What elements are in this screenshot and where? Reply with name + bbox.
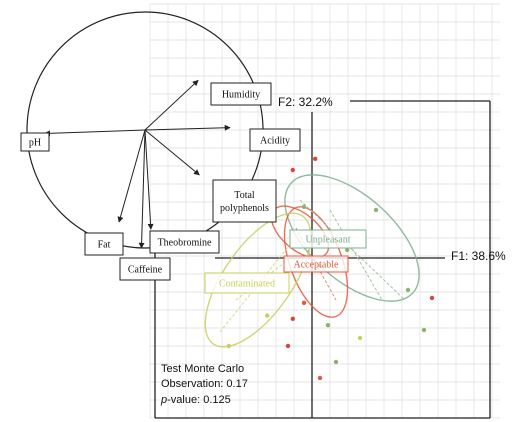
variable-arrow (117, 129, 146, 223)
group-label-box (289, 229, 367, 249)
variable-arrow (138, 129, 146, 249)
monte-carlo-annotation: Test Monte Carlo Observation: 0.17 p-val… (160, 363, 248, 406)
annotation-line-2: Observation: 0.17 (161, 378, 248, 390)
variable-label-box (149, 230, 220, 254)
variable-label: Fat (98, 240, 111, 251)
observation-point (429, 295, 435, 301)
observation-point (421, 327, 427, 333)
observation-point (290, 167, 295, 173)
group-label-box (283, 255, 349, 273)
observation-point (325, 323, 331, 328)
ellipse-axis (299, 199, 406, 301)
group-label: Acceptable (294, 260, 340, 271)
observation-point (301, 300, 307, 305)
observation-point (357, 335, 363, 341)
annotation-line-3: p-value: 0.125 (160, 394, 231, 406)
variable-label: Theobromine (158, 238, 212, 249)
annotation-line-1: Test Monte Carlo (161, 363, 244, 375)
ellipse-axis (219, 231, 301, 333)
variable-label: pH (29, 138, 41, 149)
variable-label-box (249, 128, 301, 152)
observation-point (373, 207, 379, 213)
annotation-p-value: -value: 0.125 (167, 394, 231, 406)
observation-point (265, 313, 270, 318)
observation-point (345, 247, 350, 253)
annotation-p-italic: p (160, 394, 167, 406)
variable-label: polyphenols (220, 203, 269, 214)
variable-label-box (119, 257, 171, 281)
variable-label: Caffeine (128, 265, 163, 276)
group-label: Unpleasant (306, 235, 351, 246)
f1-axis-label: F1: 38.6% (451, 249, 506, 263)
variable-arrow (144, 129, 200, 176)
variable-arrow (144, 129, 154, 230)
variable-label: Humidity (222, 90, 260, 101)
observation-point (285, 343, 291, 349)
group-label-box (204, 272, 290, 294)
variable-arrow (144, 79, 199, 131)
observation-point (333, 359, 339, 365)
group-ellipse (204, 212, 312, 348)
variable-label-box (212, 179, 277, 223)
observation-point (290, 316, 295, 321)
variable-label-box (84, 232, 124, 256)
observation-point (405, 287, 411, 293)
f2-axis-label: F2: 32.2% (278, 95, 333, 109)
group-label: Contaminated (219, 279, 275, 290)
variable-label-box (20, 132, 50, 152)
observation-point (226, 343, 231, 349)
variable-arrow (144, 124, 231, 131)
observation-point (317, 375, 323, 381)
variable-label: Acidity (260, 136, 290, 147)
plot-grid (149, 3, 500, 419)
variable-label-box (210, 82, 272, 106)
variable-arrow (43, 129, 146, 137)
ellipse-axis (329, 209, 383, 301)
observation-point (301, 204, 307, 209)
observation-point (313, 156, 318, 161)
variable-label: Total (234, 190, 255, 201)
